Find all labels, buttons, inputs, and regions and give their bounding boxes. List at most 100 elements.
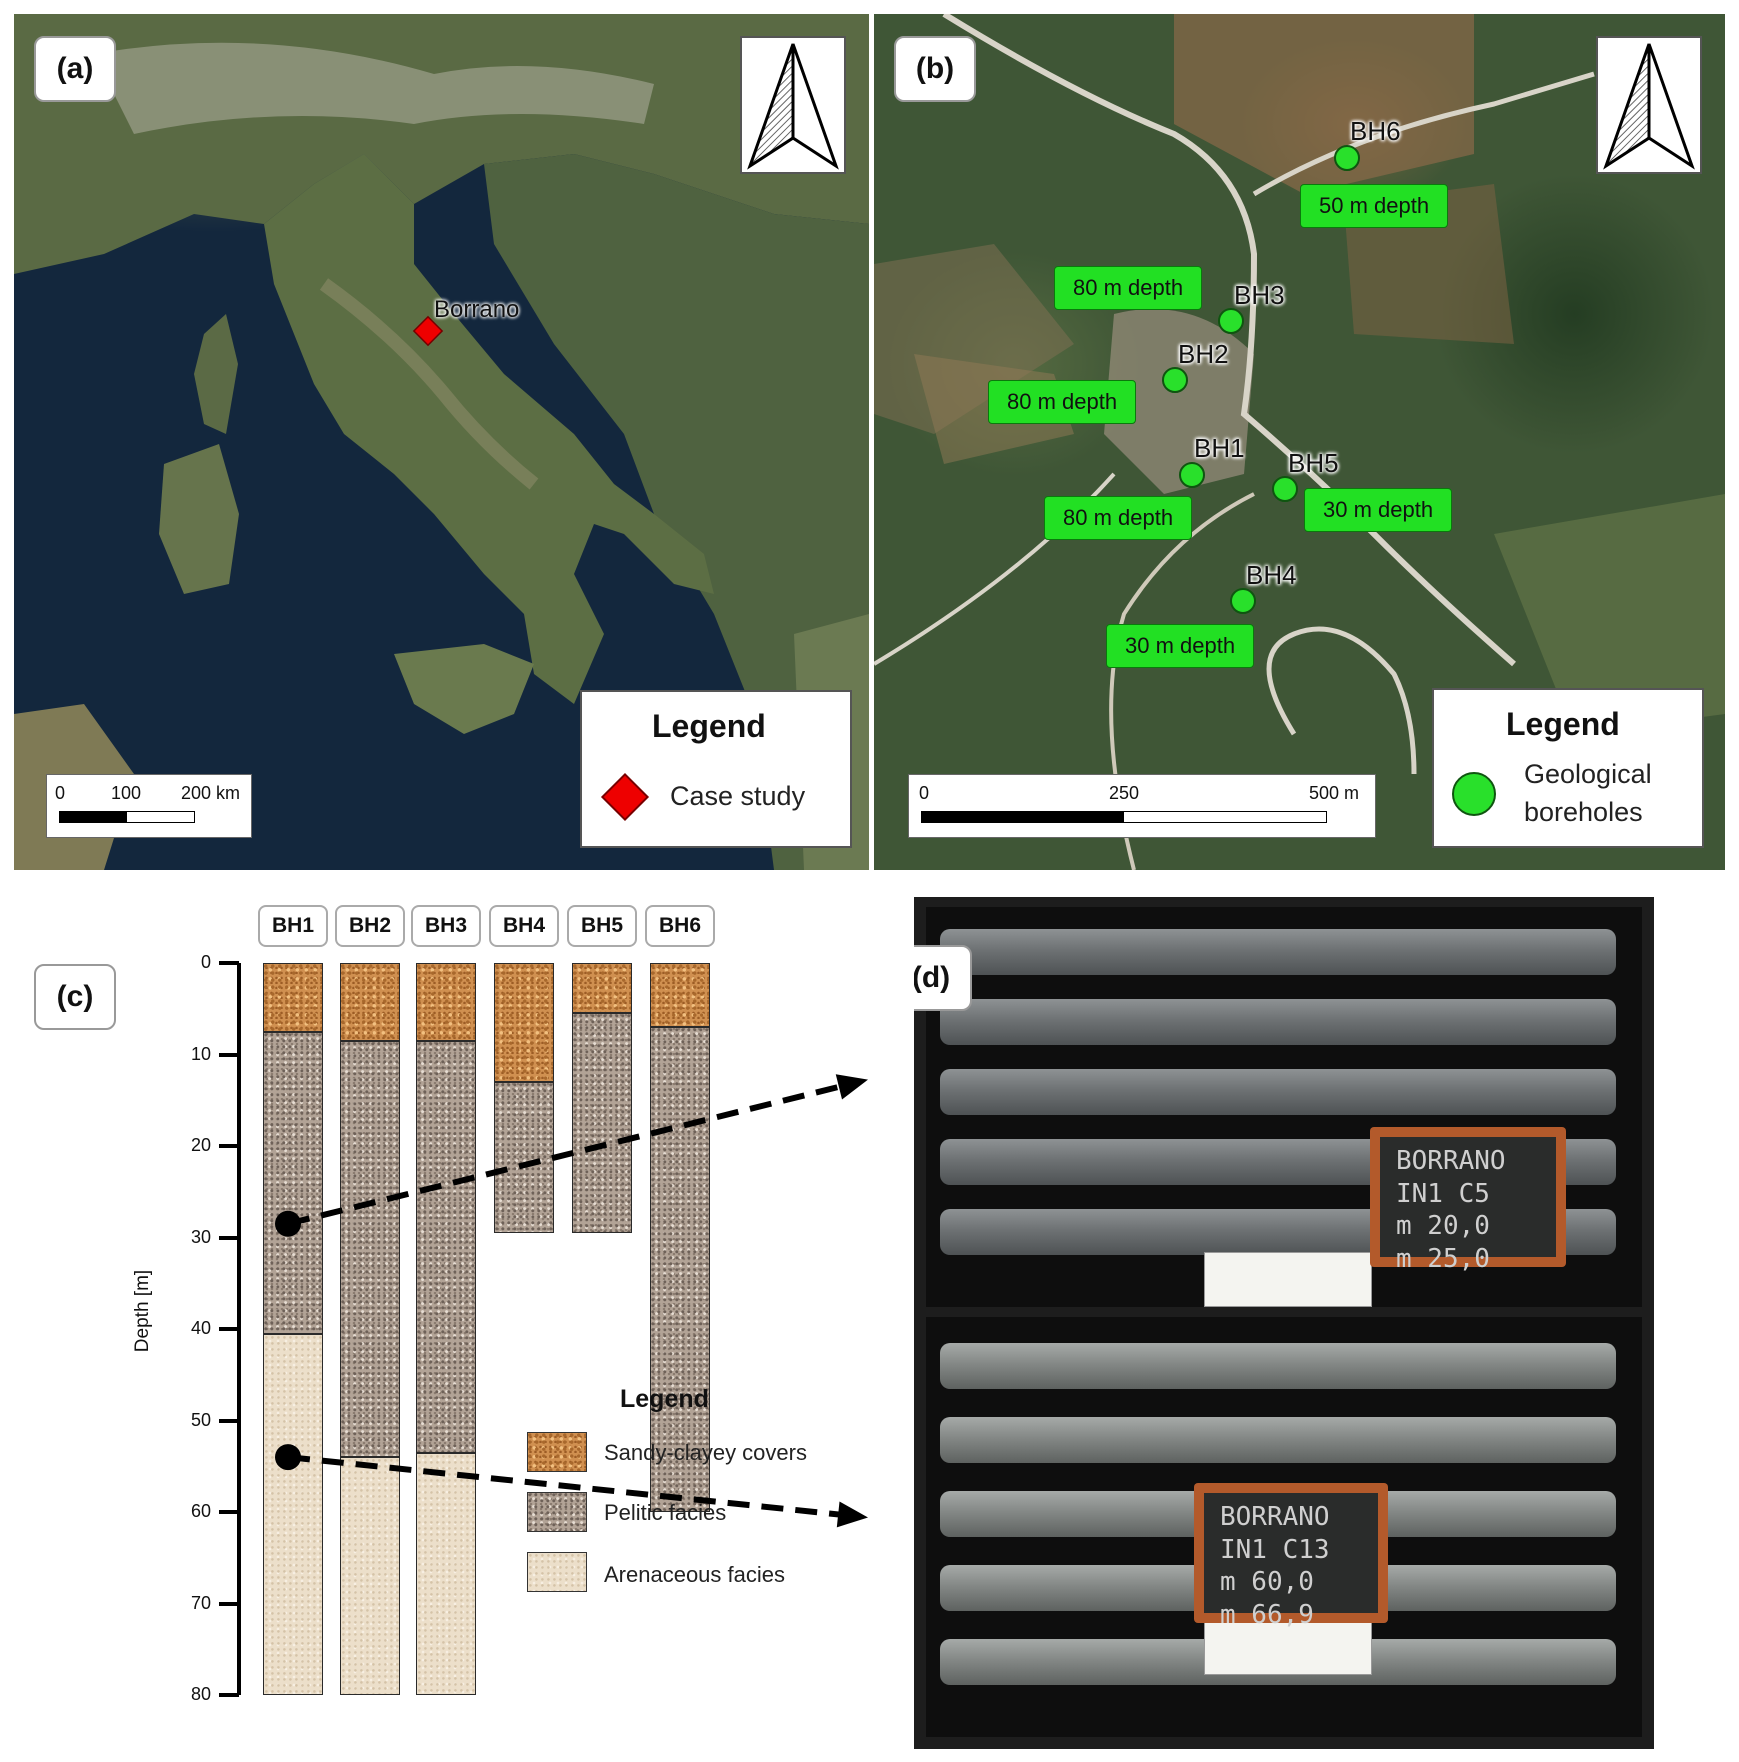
sample-marker: [275, 1210, 301, 1237]
slate-lower-line-2: IN1 C13: [1220, 1534, 1330, 1565]
borehole-bh4-label: BH4: [1246, 560, 1297, 590]
color-reference-card: [1204, 1252, 1372, 1307]
core-row: [940, 1417, 1616, 1463]
legend-c-swatch-sandy: [527, 1432, 587, 1472]
sample-arrow-line: [287, 1454, 849, 1519]
legend-a-item: Case study: [670, 781, 806, 811]
scale-a-tick-0: 0: [55, 783, 66, 803]
borehole-layer-pelitic: [263, 1031, 323, 1334]
legend-c-swatch-arena: [527, 1552, 587, 1592]
slate-upper-line-3: m 20,0: [1396, 1211, 1490, 1241]
borehole-bh1-marker: [1179, 462, 1205, 488]
depth-axis-tick: [219, 1235, 239, 1240]
borehole-column-header: BH2: [335, 905, 405, 947]
depth-axis-tick-label: 30: [190, 1226, 211, 1247]
borehole-column-header: BH1: [258, 905, 328, 947]
depth-axis-tick-label: 70: [190, 1592, 211, 1613]
core-row: [940, 1069, 1616, 1115]
borehole-column-header: BH6: [645, 905, 715, 947]
place-label-borrano: Borrano: [434, 296, 520, 323]
slate-lower-line-1: BORRANO: [1220, 1502, 1330, 1532]
borehole-column-header: BH5: [567, 905, 637, 947]
sample-arrow-head: [835, 1074, 868, 1100]
borehole-layer-pelitic: [416, 1040, 476, 1453]
borehole-layer-pelitic: [494, 1081, 554, 1233]
borehole-bh6-depth: 50 m depth: [1300, 184, 1449, 228]
core-label-slate-upper: BORRANO IN1 C5 m 20,0 m 25,0: [1370, 1127, 1566, 1274]
borehole-bh5-depth: 30 m depth: [1304, 488, 1453, 532]
depth-axis-tick: [219, 1418, 239, 1423]
legend-c-item-arena: Arenaceous facies: [604, 1562, 785, 1587]
borehole-layer-sandy: [416, 963, 476, 1041]
geological-borehole-marker-icon: [1452, 772, 1496, 816]
borehole-bh2-marker: [1162, 367, 1188, 393]
legend-c-title: Legend: [620, 1385, 709, 1413]
scale-a-tick-1: 100: [111, 783, 142, 803]
sample-arrow-head: [836, 1501, 868, 1528]
panel-a-map-italy: (a) Borrano Legend Case study 0 100 200 …: [14, 14, 869, 870]
legend-c-item-pelitic: Pelitic facies: [604, 1500, 727, 1525]
borehole-layer-sandy: [572, 963, 632, 1014]
borehole-bh2-label: BH2: [1178, 339, 1229, 369]
legend-b-item-line2: boreholes: [1524, 797, 1643, 827]
depth-axis-tick: [219, 1693, 239, 1697]
scale-b-tick-0: 0: [919, 783, 930, 803]
borehole-layer-sandy: [340, 963, 400, 1041]
borehole-bh6-marker: [1334, 145, 1360, 171]
depth-axis-tick-label: 20: [190, 1135, 211, 1155]
legend-c-item-sandy: Sandy-clayey covers: [604, 1440, 807, 1465]
depth-axis-tick-label: 50: [190, 1409, 211, 1430]
panel-label-b: (b): [894, 36, 976, 102]
depth-axis-line: [237, 963, 241, 1695]
depth-axis-tick-label: 60: [190, 1501, 211, 1521]
panel-label-a: (a): [34, 36, 116, 102]
borehole-bh3-marker: [1218, 308, 1244, 334]
core-row: [940, 1343, 1616, 1389]
panel-d-core-photos: BORRANO IN1 C5 m 20,0 m 25,0 BORRANO IN1…: [914, 897, 1654, 1749]
slate-lower-line-4: m 66,9: [1220, 1599, 1314, 1630]
depth-axis-tick: [219, 1601, 239, 1606]
depth-axis-tick: [219, 1327, 239, 1331]
core-label-slate-lower: BORRANO IN1 C13 m 60,0 m 66,9: [1194, 1483, 1388, 1630]
borehole-layer-pelitic: [572, 1013, 632, 1233]
borehole-layer-arena: [263, 1333, 323, 1695]
borehole-bh3-depth: 80 m depth: [1054, 266, 1203, 310]
borehole-column-header: BH3: [411, 905, 481, 947]
legend-b: Legend Geological boreholes: [1432, 688, 1704, 848]
scale-b-tick-2: 500 m: [1309, 783, 1360, 803]
scale-bar-a: 0 100 200 km: [46, 774, 252, 838]
borehole-layer-sandy: [494, 963, 554, 1082]
depth-axis-tick-label: 40: [190, 1318, 211, 1338]
panel-label-c: (c): [34, 964, 116, 1030]
core-row: [940, 929, 1616, 975]
borehole-layer-sandy: [650, 963, 710, 1028]
borehole-bh3-label: BH3: [1234, 280, 1285, 310]
legend-a-title: Legend: [652, 708, 766, 744]
borehole-bh5-label: BH5: [1288, 448, 1339, 478]
borehole-layer-sandy: [263, 963, 323, 1032]
case-study-marker-icon: [600, 772, 650, 822]
borehole-layer-arena: [416, 1452, 476, 1695]
legend-c-swatch-pelitic: [527, 1492, 587, 1532]
slate-lower-line-3: m 60,0: [1220, 1567, 1314, 1597]
core-row: [940, 999, 1616, 1045]
borehole-bh2-depth: 80 m depth: [988, 380, 1137, 424]
panel-label-d: (d): [914, 945, 972, 1011]
depth-axis-tick: [219, 961, 239, 965]
borehole-bh6-label: BH6: [1350, 116, 1401, 146]
borehole-bh4-depth: 30 m depth: [1106, 624, 1255, 668]
borrano-satellite-map: [874, 14, 1725, 870]
scale-a-filled: [60, 812, 127, 822]
borehole-bh4-marker: [1230, 588, 1256, 614]
depth-axis-tick-label: 0: [200, 952, 211, 972]
legend-a: Legend Case study: [580, 690, 852, 848]
borehole-bh1-label: BH1: [1194, 433, 1245, 463]
depth-axis-tick: [219, 1144, 239, 1148]
panel-b-map-boreholes: (b) BH6 50 m depth BH3 80 m depth BH2 80…: [874, 14, 1725, 870]
depth-arrows: [275, 1074, 868, 1528]
scale-a-tick-2: 200 km: [181, 783, 241, 803]
north-arrow-icon: [1596, 36, 1702, 174]
borehole-bh5-marker: [1272, 476, 1298, 502]
scale-a-bar: [59, 811, 195, 823]
